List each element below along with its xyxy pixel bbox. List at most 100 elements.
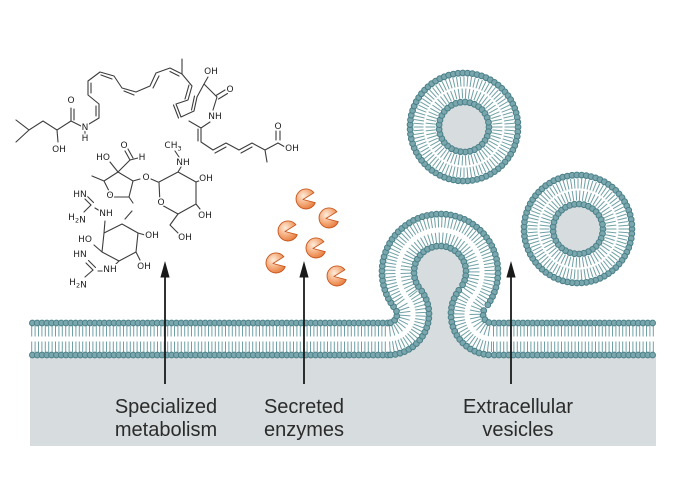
lipid-head [628, 220, 636, 228]
lipid-tail [528, 234, 539, 237]
lipid-tail [597, 200, 605, 209]
lipid-tail [559, 181, 564, 192]
lipid-tail [395, 322, 403, 332]
lipid-tail [548, 203, 557, 211]
vesicle-lipid-tails [413, 76, 515, 178]
lipid-tail [541, 237, 551, 241]
secreted-enzymes-group [265, 188, 347, 287]
lipid-tail [493, 154, 502, 162]
lipid-tail [554, 251, 561, 260]
lipid-tail [445, 164, 450, 175]
lipid-tail [483, 262, 495, 266]
atom-label: N [82, 123, 89, 133]
lipid-tail [483, 258, 494, 263]
lipid-tail [601, 206, 610, 214]
lipid-tail [403, 283, 414, 290]
lipid-tail [461, 246, 471, 254]
lipid-tail [409, 331, 418, 339]
lipid-tail [488, 158, 496, 167]
lipid-tail [501, 141, 512, 146]
lipid-tail [467, 155, 471, 166]
lipid-tail [578, 190, 581, 201]
vesicle-lipid-tails [527, 178, 629, 280]
arrow-specialized-metabolism [160, 261, 170, 384]
lipid-tail [456, 77, 459, 88]
aminoglycoside-molecule-double-bonds [84, 148, 134, 271]
lipid-tail [448, 78, 453, 89]
lipid-tail [530, 243, 541, 248]
lipid-tail [532, 246, 542, 252]
atom-label: O [120, 141, 127, 151]
lipid-tail [422, 149, 431, 156]
lipid-tail [488, 140, 498, 147]
lipid-tail [469, 309, 481, 313]
lipid-tail [542, 213, 552, 219]
lipid-tail [546, 244, 555, 252]
lipid-tail [390, 247, 401, 254]
lipid-tail [426, 154, 435, 162]
lipid-tail [385, 262, 397, 265]
lipid-tail [406, 250, 416, 258]
lipid-tail [478, 164, 483, 175]
lipid-tail [413, 129, 424, 132]
lipid-tail [458, 327, 469, 334]
lipid-tail [503, 119, 514, 122]
atom-label: OH [204, 67, 218, 77]
lipid-tail [432, 158, 440, 167]
lipid-tail [412, 296, 423, 303]
lipid-tail [479, 339, 484, 351]
lipid-tail [435, 160, 442, 169]
lipid-tail [592, 252, 599, 262]
lipid-tail [457, 298, 468, 304]
lipid-tail [463, 331, 472, 340]
lipid-tail [612, 248, 622, 255]
caption-specialized-metabolism-line2: metabolism [115, 419, 217, 441]
lipid-tail [486, 85, 493, 94]
vesicle-lumen [555, 206, 601, 252]
lipid-tail [444, 217, 447, 228]
lipid-tail [605, 191, 613, 200]
lipid-tail [617, 217, 628, 221]
lipid-tail [497, 149, 506, 156]
lipid-tail [575, 190, 578, 201]
lipid-tail [536, 200, 545, 207]
lipid-tail [415, 315, 426, 317]
lipid-tail [503, 132, 514, 135]
lipid-tail [529, 213, 540, 218]
lipid-tail [430, 140, 440, 147]
lipid-tail [504, 122, 515, 125]
lipid-tail [487, 142, 496, 150]
lipid-tail [393, 324, 400, 335]
lipid-tail [581, 190, 585, 201]
lipid-tail [437, 147, 445, 156]
lipid-tail [599, 247, 608, 255]
lipid-tail [450, 90, 455, 101]
lipid-tail [589, 180, 594, 191]
lipid-tail [455, 220, 461, 231]
lipid-tail [562, 267, 567, 278]
lipid-tail [478, 79, 483, 90]
lipid-tail [481, 163, 487, 173]
lipid-tail [498, 146, 508, 153]
lipid-tail [611, 200, 620, 207]
lipid-tail [395, 298, 405, 306]
atom-label: H2N [68, 213, 86, 226]
atom-label: O [106, 191, 113, 201]
caption-secreted-enzymes-line1: Secreted [264, 396, 344, 418]
cytoplasm-fill [30, 356, 656, 446]
lipid-tail [555, 183, 561, 193]
lipid-tail [415, 111, 426, 116]
lipid-tail [583, 179, 586, 190]
lipid-tail [500, 144, 510, 150]
vesicle-lipid-heads [520, 171, 636, 287]
lipid-tail [398, 319, 409, 325]
lipid-tail [441, 163, 447, 173]
atom-label: HN [73, 250, 87, 260]
lipid-tail [597, 263, 604, 273]
atom-label: O [226, 85, 233, 95]
lipid-tail [447, 217, 450, 229]
lipid-tail [458, 222, 465, 233]
lipid-tail [472, 337, 479, 348]
lipid-tail [386, 258, 397, 262]
